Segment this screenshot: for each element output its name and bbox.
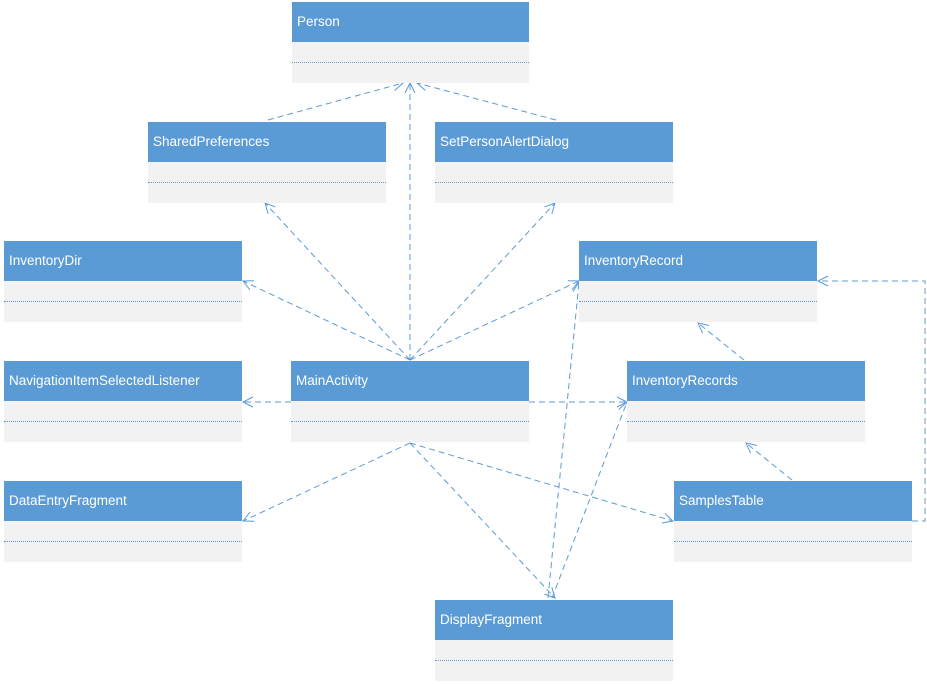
dependency-line xyxy=(409,442,556,599)
attributes-compartment xyxy=(291,401,529,422)
open-arrowhead-icon xyxy=(241,396,254,408)
dependency-line xyxy=(416,82,557,121)
open-arrowhead-icon xyxy=(697,322,710,334)
attributes-compartment xyxy=(4,401,242,422)
open-arrowhead-icon xyxy=(264,202,276,214)
attributes-compartment xyxy=(435,162,673,183)
attributes-compartment xyxy=(4,521,242,542)
class-inventoryrecords[interactable]: InventoryRecords xyxy=(627,361,865,442)
class-dataentryfragment[interactable]: DataEntryFragment xyxy=(4,481,242,562)
class-name: NavigationItemSelectedListener xyxy=(4,361,242,401)
class-inventorydir[interactable]: InventoryDir xyxy=(4,241,242,322)
dependency-mainactivity-to-inventorydir xyxy=(241,280,411,361)
dependency-line xyxy=(242,442,411,522)
operations-compartment xyxy=(4,542,242,562)
dependency-line xyxy=(242,280,411,361)
class-mainactivity[interactable]: MainActivity xyxy=(291,361,529,442)
class-name: MainActivity xyxy=(291,361,529,401)
class-person[interactable]: Person xyxy=(292,2,529,83)
open-arrowhead-icon xyxy=(616,396,629,408)
dependency-mainactivity-to-sharedprefs xyxy=(264,202,411,361)
attributes-compartment xyxy=(4,281,242,302)
operations-compartment xyxy=(292,63,529,83)
open-arrowhead-icon xyxy=(745,442,758,454)
dependency-mainactivity-to-inventoryrecord xyxy=(409,280,581,361)
open-arrowhead-icon xyxy=(661,512,675,524)
dependency-line xyxy=(697,322,745,361)
open-arrowhead-icon xyxy=(816,275,829,287)
class-name: DataEntryFragment xyxy=(4,481,242,521)
operations-compartment xyxy=(674,542,912,562)
class-navigationitemselectedlistener[interactable]: NavigationItemSelectedListener xyxy=(4,361,242,442)
dependency-line xyxy=(547,281,580,599)
dependency-line xyxy=(745,442,793,481)
class-name: Person xyxy=(292,2,529,42)
attributes-compartment xyxy=(627,401,865,422)
open-arrowhead-icon xyxy=(567,280,581,291)
operations-compartment xyxy=(627,422,865,442)
class-name: InventoryRecords xyxy=(627,361,865,401)
dependency-mainactivity-to-person xyxy=(404,81,416,360)
open-arrowhead-icon xyxy=(544,202,556,214)
dependency-line xyxy=(409,442,674,522)
dependency-sharedprefs-to-person xyxy=(267,80,405,121)
dependency-line xyxy=(409,202,556,361)
dependency-line xyxy=(551,401,628,599)
operations-compartment xyxy=(4,302,242,322)
operations-compartment xyxy=(148,183,386,203)
dependency-mainactivity-to-display xyxy=(409,442,556,599)
class-name: SetPersonAlertDialog xyxy=(435,122,673,162)
class-inventoryrecord[interactable]: InventoryRecord xyxy=(579,241,817,322)
class-name: InventoryRecord xyxy=(579,241,817,281)
attributes-compartment xyxy=(579,281,817,302)
class-name: SharedPreferences xyxy=(148,122,386,162)
attributes-compartment xyxy=(148,162,386,183)
attributes-compartment xyxy=(674,521,912,542)
dependency-inventoryrecords-to-inventoryrecord xyxy=(697,322,745,361)
open-arrowhead-icon xyxy=(544,587,556,599)
dependency-line xyxy=(409,280,580,361)
dependency-mainactivity-to-dataentry xyxy=(241,442,411,522)
dependency-setperson-to-person xyxy=(415,80,557,121)
operations-compartment xyxy=(579,302,817,322)
dependency-mainactivity-to-inventoryrecords xyxy=(529,396,629,408)
dependency-line xyxy=(264,202,411,361)
operations-compartment xyxy=(435,183,673,203)
open-arrowhead-icon xyxy=(241,280,255,291)
operations-compartment xyxy=(4,422,242,442)
dependency-mainactivity-to-samplestable xyxy=(409,442,675,524)
dependency-display-to-inventoryrecords xyxy=(551,400,629,599)
attributes-compartment xyxy=(292,42,529,63)
dependency-line xyxy=(267,82,404,121)
class-setpersonalertdialog[interactable]: SetPersonAlertDialog xyxy=(435,122,673,203)
attributes-compartment xyxy=(435,640,673,661)
operations-compartment xyxy=(291,422,529,442)
class-name: DisplayFragment xyxy=(435,600,673,640)
class-name: SamplesTable xyxy=(674,481,912,521)
open-arrowhead-icon xyxy=(404,81,416,94)
dependency-mainactivity-to-navlistener xyxy=(241,396,291,408)
class-displayfragment[interactable]: DisplayFragment xyxy=(435,600,673,681)
open-arrowhead-icon xyxy=(241,511,255,522)
class-samplestable[interactable]: SamplesTable xyxy=(674,481,912,562)
operations-compartment xyxy=(435,661,673,681)
class-name: InventoryDir xyxy=(4,241,242,281)
dependency-mainactivity-to-setperson xyxy=(409,202,556,361)
dependency-samplestable-to-inventoryrecords xyxy=(745,442,793,481)
dependency-display-to-inventoryrecord xyxy=(547,280,584,599)
class-sharedpreferences[interactable]: SharedPreferences xyxy=(148,122,386,203)
